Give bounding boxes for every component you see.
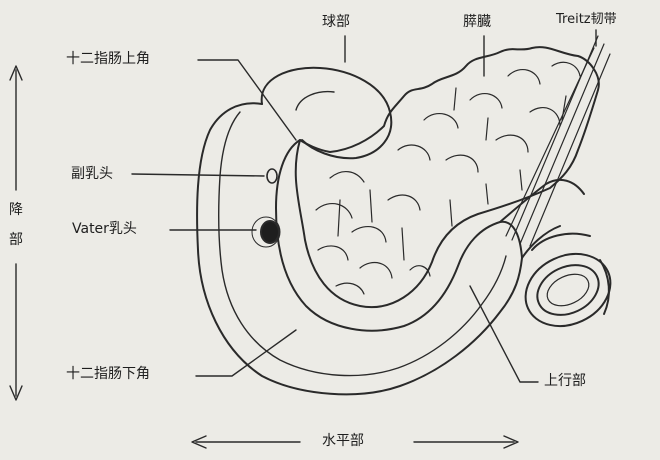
- label-vater-papilla: Vater乳头: [72, 221, 137, 237]
- label-superior-flexure: 十二指肠上角: [66, 51, 150, 67]
- minor-papilla: [267, 169, 277, 183]
- label-minor-papilla: 副乳头: [71, 166, 113, 182]
- duodenum-mucosa-line: [219, 112, 506, 376]
- label-pancreas: 膵臓: [463, 14, 491, 30]
- jejunum-cut-end: [514, 234, 622, 340]
- treitz-ligament: [506, 36, 610, 246]
- duodenum-inner-wall: [276, 140, 522, 331]
- vater-papilla: [261, 221, 279, 243]
- pancreas-lobules: [316, 62, 580, 294]
- label-treitz-ligament: Treitz韧带: [556, 12, 617, 28]
- label-horizontal-part: 水平部: [322, 433, 364, 449]
- label-bulb: 球部: [322, 14, 350, 30]
- label-descending-part-1: 降: [9, 202, 23, 218]
- duodenum-outer-wall: [197, 103, 522, 394]
- label-descending-part-2: 部: [9, 232, 23, 248]
- bulb-inner-wall: [296, 92, 334, 110]
- duodenal-bulb: [262, 68, 392, 158]
- pancreas-outline: [296, 47, 599, 307]
- label-ascending-part: 上行部: [544, 373, 586, 389]
- label-inferior-flexure: 十二指肠下角: [66, 366, 150, 382]
